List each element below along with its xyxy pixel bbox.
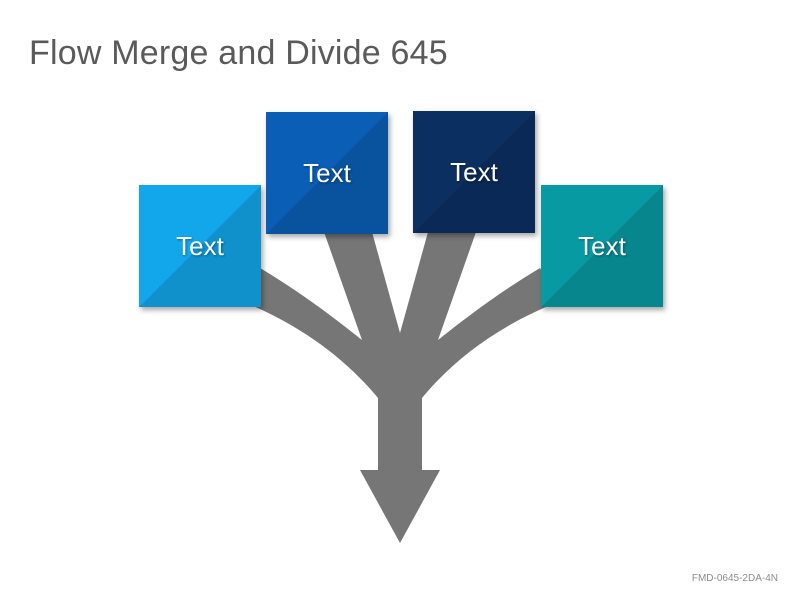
merge-arrow-shape <box>244 232 558 543</box>
step-box-4-label: Text <box>578 230 626 261</box>
step-box-3[interactable]: Text <box>413 111 535 233</box>
step-box-2-label: Text <box>303 157 351 188</box>
step-box-4[interactable]: Text <box>541 185 663 307</box>
step-box-1[interactable]: Text <box>139 185 261 307</box>
slide-code: FMD-0645-2DA-4N <box>691 573 778 584</box>
step-box-2[interactable]: Text <box>266 112 388 234</box>
step-box-1-label: Text <box>176 230 224 261</box>
step-box-3-label: Text <box>450 156 498 187</box>
page-title: Flow Merge and Divide 645 <box>29 34 448 72</box>
